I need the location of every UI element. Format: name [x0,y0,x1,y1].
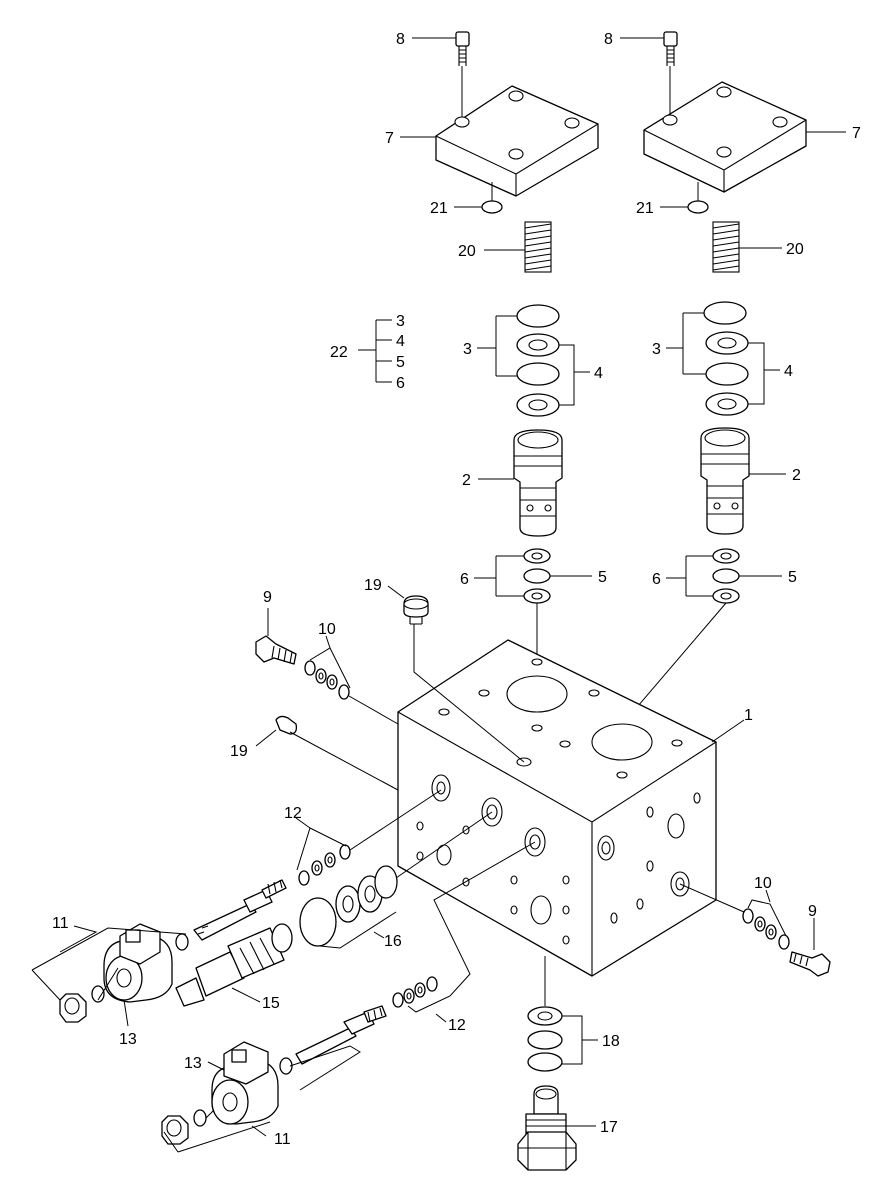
callout-8-right: 8 [604,31,613,48]
bolt-8-left [455,31,470,118]
solenoid-coil-13-lower [211,1041,279,1125]
callout-11-lower: 11 [274,1131,291,1148]
callout-4-top-22: 4 [396,333,405,350]
seal-18-a [527,1006,563,1026]
callout-7-left: 7 [385,130,394,147]
spring-20-left [524,221,552,273]
relief-valve-9-right [789,951,831,977]
backup-ring-3-right-b [705,362,749,386]
callout-5-left: 5 [598,569,607,586]
callout-12-upper: 12 [284,805,302,822]
oring-21-left [481,200,503,214]
callout-20-right: 20 [786,241,804,258]
callout-21-right: 21 [636,200,654,217]
nut-upper [59,993,87,1023]
backup-ring-3-right-a [703,301,747,325]
solenoid-valve-stem-lower [295,1005,387,1065]
plug-19-top [403,595,525,763]
valve-body-1 [397,639,717,977]
callout-3-left: 3 [463,341,472,358]
cover-plate-7-right [643,81,807,193]
seal-6-left-a [523,548,551,564]
seal-6-left-b [523,588,551,604]
callout-16: 16 [384,933,402,950]
seal-6-right-b [712,588,740,604]
plug-19-left [275,715,399,791]
callout-17: 17 [600,1119,618,1136]
valve-cartridge-15 [175,923,293,1007]
callout-10-right: 10 [754,875,772,892]
callout-3-right: 3 [652,341,661,358]
callout-6-right: 6 [652,571,661,588]
cover-plate-7-left [435,85,599,197]
callout-4-right: 4 [784,363,793,380]
spring-20-right [712,221,740,273]
callout-6-left: 6 [460,571,469,588]
callout-12-lower: 12 [448,1017,466,1034]
seal-6-right-a [712,548,740,564]
seal-set-10-left [304,647,399,725]
callout-8-left: 8 [396,31,405,48]
solenoid-valve-stem-upper [193,879,287,941]
callout-2-right: 2 [792,467,801,484]
oring-lower-small [193,1109,207,1127]
backup-ring-3-left-a [516,304,560,328]
callout-7-right: 7 [852,125,861,142]
backup-ring-3-left-b [516,362,560,386]
callout-10-left: 10 [318,621,336,638]
callout-15: 15 [262,995,280,1012]
seal-set-12-lower [392,841,536,1013]
callout-13-lower: 13 [184,1055,202,1072]
callout-2-left: 2 [462,472,471,489]
seal-4-right-a [705,331,749,355]
oring-upper-mid [175,933,189,951]
seal-set-10-right [679,883,790,950]
cartridge-valve-2-left [513,429,563,537]
oring-21-right [687,200,709,214]
callout-5-top-22: 5 [396,354,405,371]
callout-20-left: 20 [458,243,476,260]
seal-4-left-a [516,333,560,357]
callout-22: 22 [330,344,348,361]
relief-valve-9-left [255,635,297,665]
seal-4-right-b [705,392,749,416]
oring-lower-mid [279,1057,293,1075]
callout-6-top-22: 6 [396,375,405,392]
relief-valve-17 [517,1085,577,1171]
oring-5-right [712,568,740,584]
callout-13-upper: 13 [119,1031,137,1048]
oring-5-left [523,568,551,584]
callout-18: 18 [602,1033,620,1050]
cartridge-valve-2-right [700,427,750,535]
seal-set-16 [299,811,493,949]
callout-9-right: 9 [808,903,817,920]
callout-21-left: 21 [430,200,448,217]
callout-5-right: 5 [788,569,797,586]
callout-19-top: 19 [364,577,382,594]
nut-lower [161,1115,189,1145]
callout-11-upper: 11 [52,915,69,932]
solenoid-coil-13-upper [103,923,173,1003]
callout-4-left: 4 [594,365,603,382]
oring-upper-small [91,985,105,1003]
callout-9-left: 9 [263,589,272,606]
oring-18-c [527,1052,563,1072]
oring-18-b [527,1030,563,1050]
callout-1: 1 [744,707,753,724]
callout-19-left: 19 [230,743,248,760]
callout-3-top-22: 3 [396,313,405,330]
bolt-8-right [663,31,678,118]
seal-4-left-b [516,393,560,417]
